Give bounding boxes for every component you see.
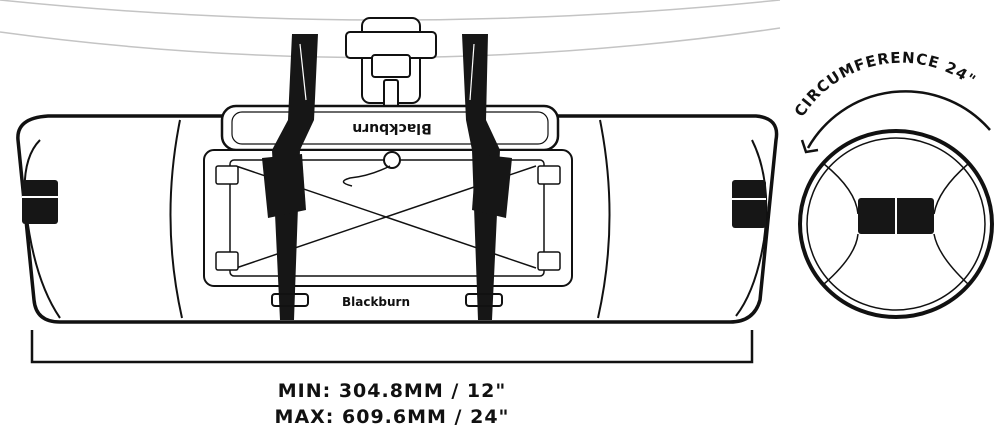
circumference-arrow	[800, 90, 991, 154]
strap-left	[262, 34, 318, 320]
cargo-panel	[203, 149, 573, 287]
length-min-label: MIN: 304.8MM / 12"	[277, 380, 507, 402]
length-max-label: MAX: 609.6MM / 24"	[274, 406, 510, 428]
end-buckle-left	[22, 180, 58, 224]
length-dimension-bracket	[30, 330, 754, 364]
brand-logo-top: Blackburn	[352, 120, 431, 136]
brand-logo-bottom: Blackburn	[342, 295, 410, 309]
handlebar-mount	[345, 17, 437, 111]
circumference-label: CIRCUMFERENCE 24"	[791, 49, 980, 120]
circumference-label-text: CIRCUMFERENCE 24"	[791, 49, 979, 120]
end-buckle-right	[732, 180, 766, 228]
cross-section	[798, 129, 994, 319]
strap-right	[462, 34, 512, 320]
